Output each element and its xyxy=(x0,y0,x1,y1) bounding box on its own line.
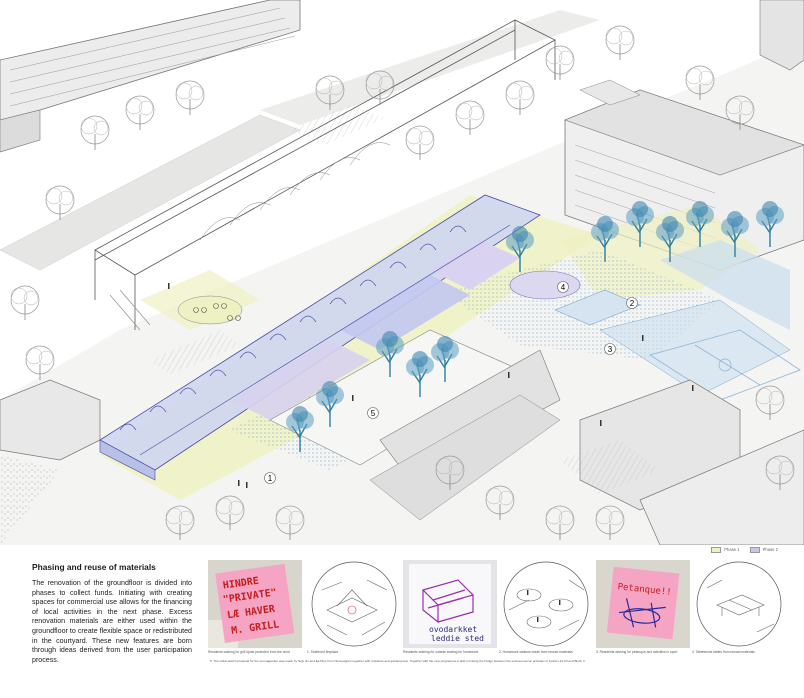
svg-text:leddie sted: leddie sted xyxy=(431,634,484,643)
caption-2: 1. Sheltered fireplace xyxy=(307,650,339,654)
apartment-block-north xyxy=(0,0,301,153)
phase-legend: Phase 1 Phase 2 xyxy=(711,547,778,553)
caption-6: 4. Tabletennis tables from reused materi… xyxy=(692,650,755,654)
legend-phase1: Phase 1 xyxy=(711,547,740,553)
svg-text:2: 2 xyxy=(630,299,635,308)
sticky-note-photo-grill: HINDRE "PRIVATE" LÆ HAVER M. GRILL xyxy=(208,560,302,648)
map-marker-2: 2 xyxy=(626,297,638,309)
map-marker-3: 3 xyxy=(604,343,616,355)
sketch-tabletennis xyxy=(696,561,782,647)
svg-text:ovodarkket: ovodarkket xyxy=(429,625,477,634)
axonometric-site-drawing: 1 2 3 4 5 xyxy=(0,0,804,545)
caption-5: 3. Residents wishing for petanque and ac… xyxy=(596,650,678,654)
bottom-panel: Phasing and reuse of materials The renov… xyxy=(0,545,804,698)
map-marker-4: 4 xyxy=(557,281,569,293)
sticky-note-photo-petanque: Petanque!! xyxy=(596,560,690,648)
svg-text:3: 3 xyxy=(608,345,613,354)
caption-4: 2. Homework stations made from reused ma… xyxy=(499,650,573,654)
sketch-sheltered-fireplace xyxy=(311,561,397,647)
caption-3: Residents wishing for outside seating fo… xyxy=(403,650,479,654)
map-marker-5: 5 xyxy=(367,407,379,419)
svg-text:HINDRE: HINDRE xyxy=(222,576,259,592)
sketch-homework-stations xyxy=(503,561,589,647)
footnote: 5. The initial sketch proposal for the p… xyxy=(210,659,586,663)
map-marker-1: 1 xyxy=(264,472,276,484)
svg-text:5: 5 xyxy=(371,409,376,418)
panel-title: Phasing and reuse of materials xyxy=(32,562,156,572)
legend-phase2: Phase 2 xyxy=(749,547,778,553)
renovated-groundfloor xyxy=(99,194,541,481)
panel-body: The renovation of the groundfloor is div… xyxy=(32,579,192,664)
svg-text:1: 1 xyxy=(268,474,273,483)
svg-text:4: 4 xyxy=(561,283,566,292)
paper-sketch-seating: ovodarkket leddie sted xyxy=(403,560,497,648)
caption-1: Residents wishing for grill spots protec… xyxy=(208,650,290,654)
